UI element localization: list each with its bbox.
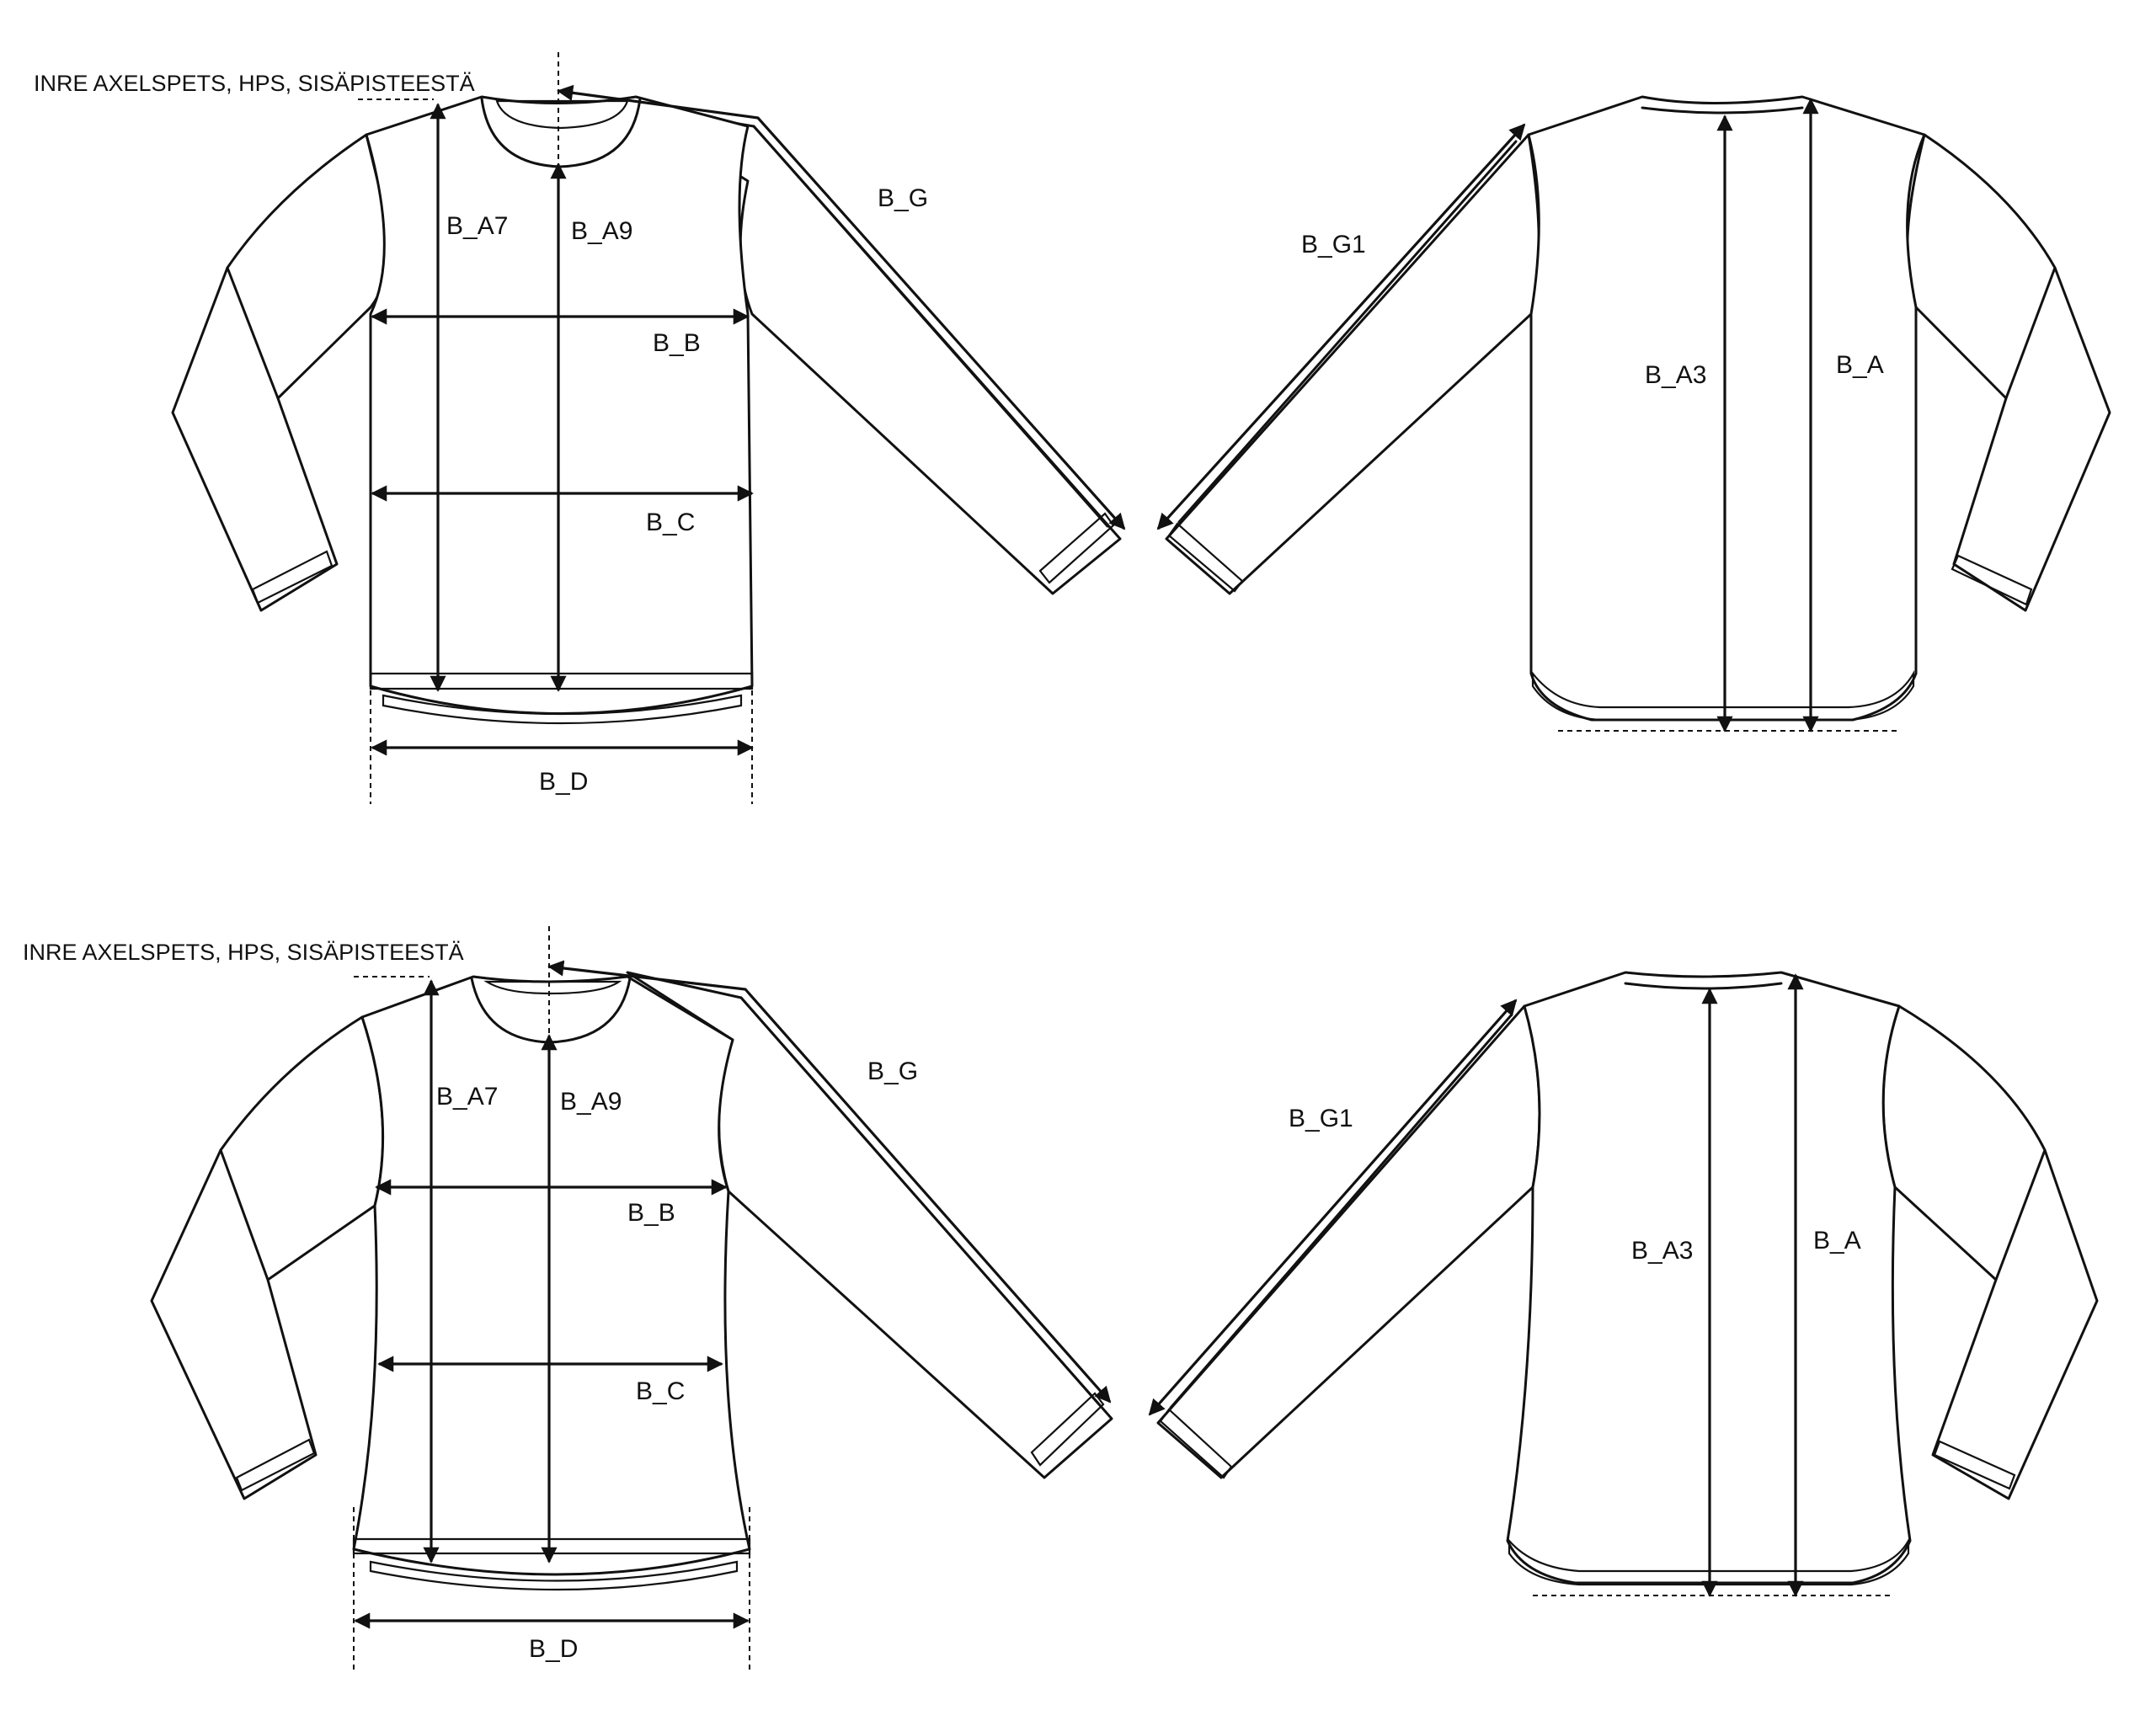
bottom-g1-label: B_G1 xyxy=(1289,1105,1353,1132)
bottom-front-note: INRE AXELSPETS, HPS, SISÄPISTEESTÄ xyxy=(23,940,464,965)
bottom-c-label: B_C xyxy=(636,1377,685,1405)
bottom-front-body xyxy=(352,975,751,1576)
top-back-shirt: B_G1 B_A3 B_A xyxy=(1156,95,2111,732)
bottom-g-label: B_G xyxy=(867,1057,918,1085)
top-back-right-sleeve xyxy=(1906,133,2111,612)
bottom-back-hem xyxy=(1508,1537,1910,1586)
top-a3-label: B_A3 xyxy=(1645,361,1706,389)
top-front-left-cuff xyxy=(251,550,334,605)
top-d-label: B_D xyxy=(539,768,588,796)
bottom-back-left-cuff xyxy=(1159,1408,1233,1479)
bottom-back-left-sleeve xyxy=(1156,1004,1541,1479)
bottom-b-label: B_B xyxy=(627,1199,675,1227)
bottom-front-right-cuff xyxy=(1030,1392,1105,1467)
top-a9-label: B_A9 xyxy=(571,217,632,245)
top-g-label: B_G xyxy=(878,184,928,212)
bottom-back-shirt: B_G1 B_A3 B_A xyxy=(1148,971,2099,1597)
bottom-a7-label: B_A7 xyxy=(436,1083,498,1111)
bottom-d-label: B_D xyxy=(529,1635,578,1663)
bottom-g-arrow xyxy=(547,960,1112,1404)
top-front-left-sleeve xyxy=(171,133,390,612)
top-back-body xyxy=(1527,95,1926,722)
top-g1-arrow xyxy=(1156,123,1526,530)
top-back-right-cuff xyxy=(1951,554,2033,606)
bottom-front-left-sleeve xyxy=(150,1015,385,1500)
top-g-arrow xyxy=(557,84,1126,530)
top-back-hem xyxy=(1531,669,1915,722)
top-front-note: INRE AXELSPETS, HPS, SISÄPISTEESTÄ xyxy=(34,71,475,96)
bottom-a9-label: B_A9 xyxy=(560,1088,622,1116)
top-back-neckband xyxy=(1641,106,1804,115)
top-g1-label: B_G1 xyxy=(1301,231,1366,258)
bottom-back-right-cuff xyxy=(1933,1440,2016,1490)
bottom-a3-label: B_A3 xyxy=(1631,1237,1693,1265)
top-front-shirt: INRE AXELSPETS, HPS, SISÄPISTEESTÄ B_A7 … xyxy=(34,52,1126,804)
bottom-back-right-sleeve xyxy=(1881,1004,2099,1500)
bottom-front-left-cuff xyxy=(235,1438,316,1492)
top-c-label: B_C xyxy=(646,509,695,536)
bottom-a-label: B_A xyxy=(1813,1227,1861,1255)
top-back-left-sleeve xyxy=(1165,133,1540,595)
bottom-front-shirt: INRE AXELSPETS, HPS, SISÄPISTEESTÄ B_A7 … xyxy=(23,926,1113,1671)
top-b-label: B_B xyxy=(653,329,701,357)
top-a7-label: B_A7 xyxy=(446,212,508,240)
top-front-hem xyxy=(369,672,754,690)
bottom-g1-arrow xyxy=(1148,999,1518,1416)
top-back-left-cuff xyxy=(1167,522,1244,593)
top-a-label: B_A xyxy=(1836,351,1884,379)
